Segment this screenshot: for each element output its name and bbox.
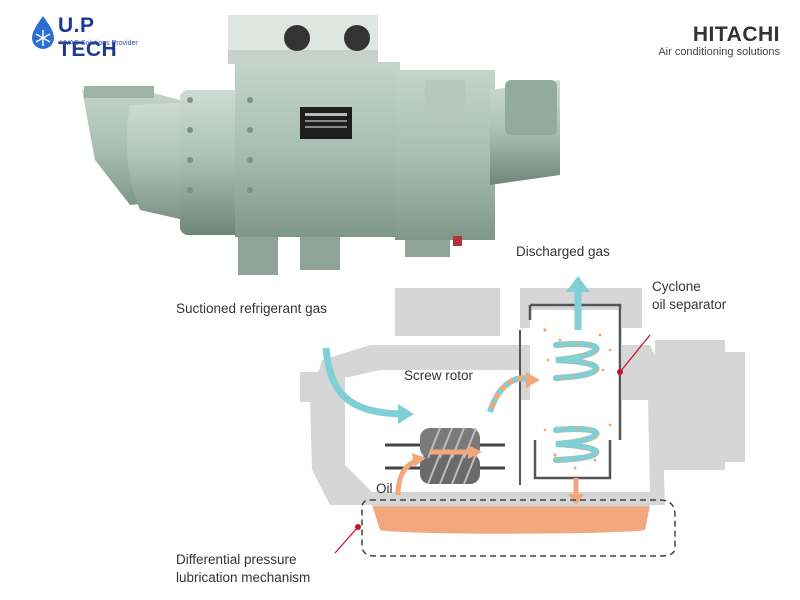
lubrication-label-line2: lubrication mechanism: [176, 570, 311, 585]
screw-rotor-label: Screw rotor: [404, 368, 474, 383]
logo-title: U.P TECH: [58, 14, 118, 61]
lubrication-label-line1: Differential pressure: [176, 552, 297, 567]
hitachi-logo: HITACHI Air conditioning solutions: [658, 23, 780, 59]
logo-subtitle: HVAC Solutions Provider: [60, 40, 138, 47]
hitachi-wordmark: HITACHI: [692, 23, 780, 46]
suction-label: Suctioned refrigerant gas: [176, 301, 327, 316]
discharge-label: Discharged gas: [516, 244, 610, 259]
up-tech-logo: U.P TECH HVAC Solutions Provider: [28, 14, 158, 61]
oil-label: Oil: [376, 481, 393, 496]
hitachi-tagline: Air conditioning solutions: [658, 46, 780, 58]
snowflake-drop-icon: [32, 16, 54, 49]
screw-rotor: [420, 427, 480, 485]
cyclone-label-line2: oil separator: [652, 297, 727, 312]
cyclone-label-line1: Cyclone: [652, 279, 701, 294]
